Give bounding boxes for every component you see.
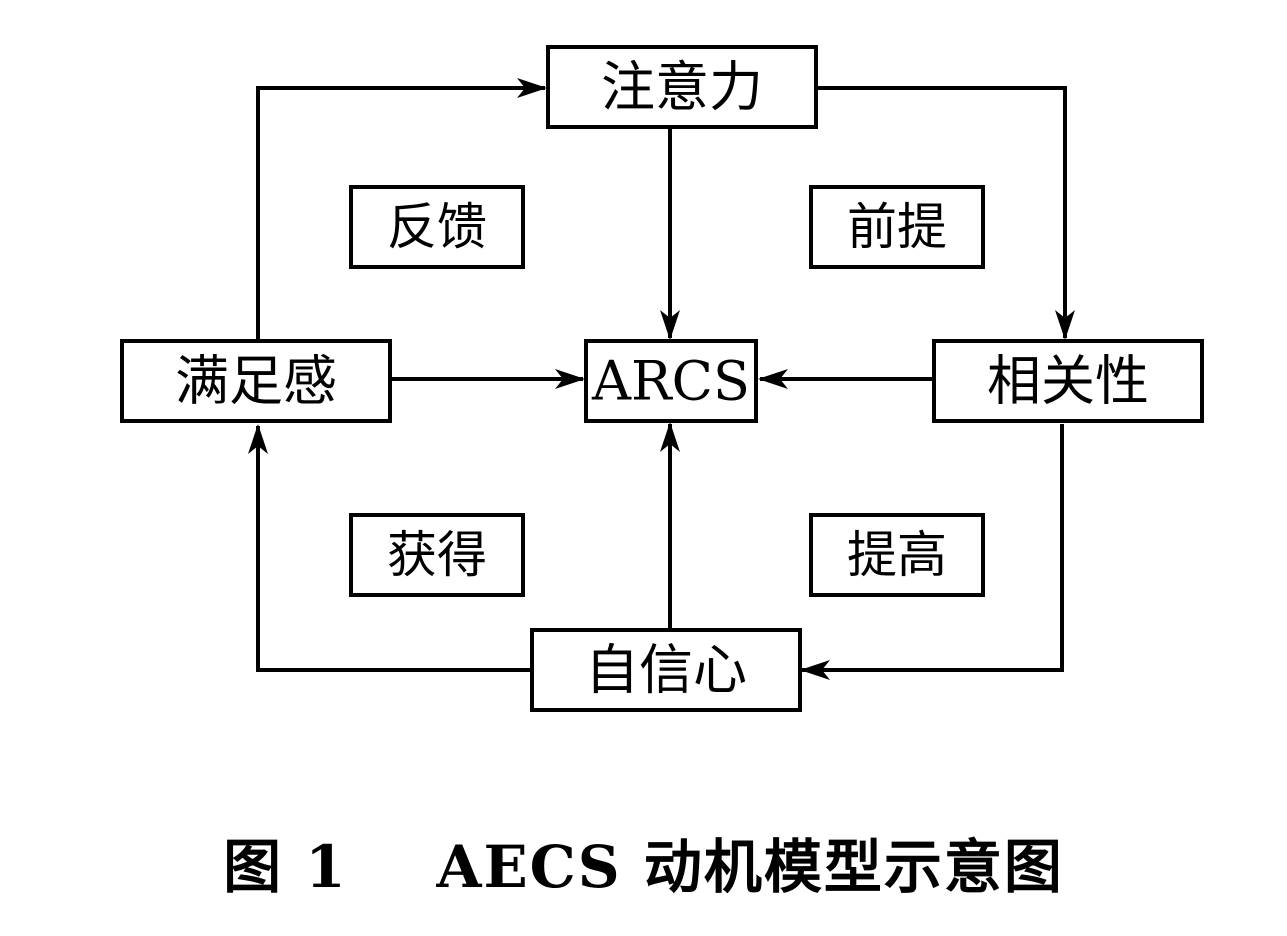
node-attention-label: 注意力 (601, 56, 763, 119)
edge-label-premise: 前提 (809, 185, 985, 269)
node-satisfaction-label: 满足感 (175, 350, 337, 413)
edge-relevance-to-confidence (800, 424, 1064, 680)
node-satisfaction: 满足感 (120, 339, 392, 423)
edge-label-gain: 获得 (349, 513, 525, 597)
edge-label-gain-text: 获得 (387, 526, 487, 584)
edge-label-premise-text: 前提 (847, 198, 947, 256)
caption-gap (348, 833, 437, 901)
figure-caption: 图 1 AECS 动机模型示意图 (0, 820, 1287, 904)
edge-label-feedback: 反馈 (349, 185, 525, 269)
edge-label-improve: 提高 (809, 513, 985, 597)
node-arcs: ARCS (584, 339, 758, 423)
edge-satisfaction-to-attention (256, 78, 547, 342)
node-confidence: 自信心 (530, 628, 802, 712)
arcs-model-diagram: 注意力 ARCS 满足感 相关性 自信心 反馈 前提 获得 提高 (120, 45, 1204, 712)
edge-confidence-to-satisfaction (248, 424, 532, 672)
node-relevance: 相关性 (932, 339, 1204, 423)
node-confidence-label: 自信心 (585, 639, 747, 702)
node-attention: 注意力 (546, 45, 818, 129)
edge-attention-to-relevance (818, 86, 1075, 340)
figure-title: AECS 动机模型示意图 (436, 833, 1064, 901)
node-relevance-label: 相关性 (987, 350, 1149, 413)
edge-label-feedback-text: 反馈 (387, 198, 487, 256)
edge-label-improve-text: 提高 (847, 526, 947, 584)
edges (248, 78, 1075, 680)
figure-number: 图 1 (223, 833, 348, 901)
node-arcs-label: ARCS (591, 350, 750, 413)
